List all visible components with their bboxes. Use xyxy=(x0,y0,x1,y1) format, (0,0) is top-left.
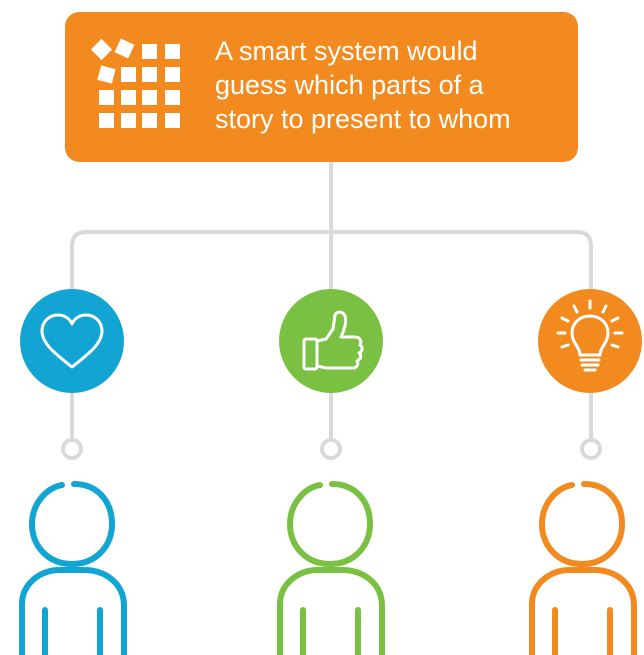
header-box: A smart system would guess which parts o… xyxy=(65,12,578,162)
node-left xyxy=(61,438,83,460)
header-text: A smart system would guess which parts o… xyxy=(215,36,511,134)
person-right-head xyxy=(539,481,625,567)
person-right-body xyxy=(529,567,637,655)
branch-bar xyxy=(70,230,593,294)
person-right xyxy=(529,481,637,655)
lightbulb-icon xyxy=(556,299,624,372)
person-left-body xyxy=(19,567,127,655)
person-center-head xyxy=(287,481,373,567)
person-center-body xyxy=(277,567,385,655)
heart-badge xyxy=(20,289,124,393)
person-left xyxy=(19,481,127,655)
thumbs-up-icon xyxy=(302,310,364,371)
header-background xyxy=(65,12,578,162)
person-center xyxy=(277,481,385,655)
lightbulb-badge xyxy=(538,289,642,393)
person-left-head xyxy=(29,481,115,567)
node-right xyxy=(580,438,602,460)
pixel-grid-icon xyxy=(90,38,180,128)
heart-icon xyxy=(40,313,104,369)
thumbs-up-badge xyxy=(279,289,383,393)
node-center xyxy=(320,438,342,460)
